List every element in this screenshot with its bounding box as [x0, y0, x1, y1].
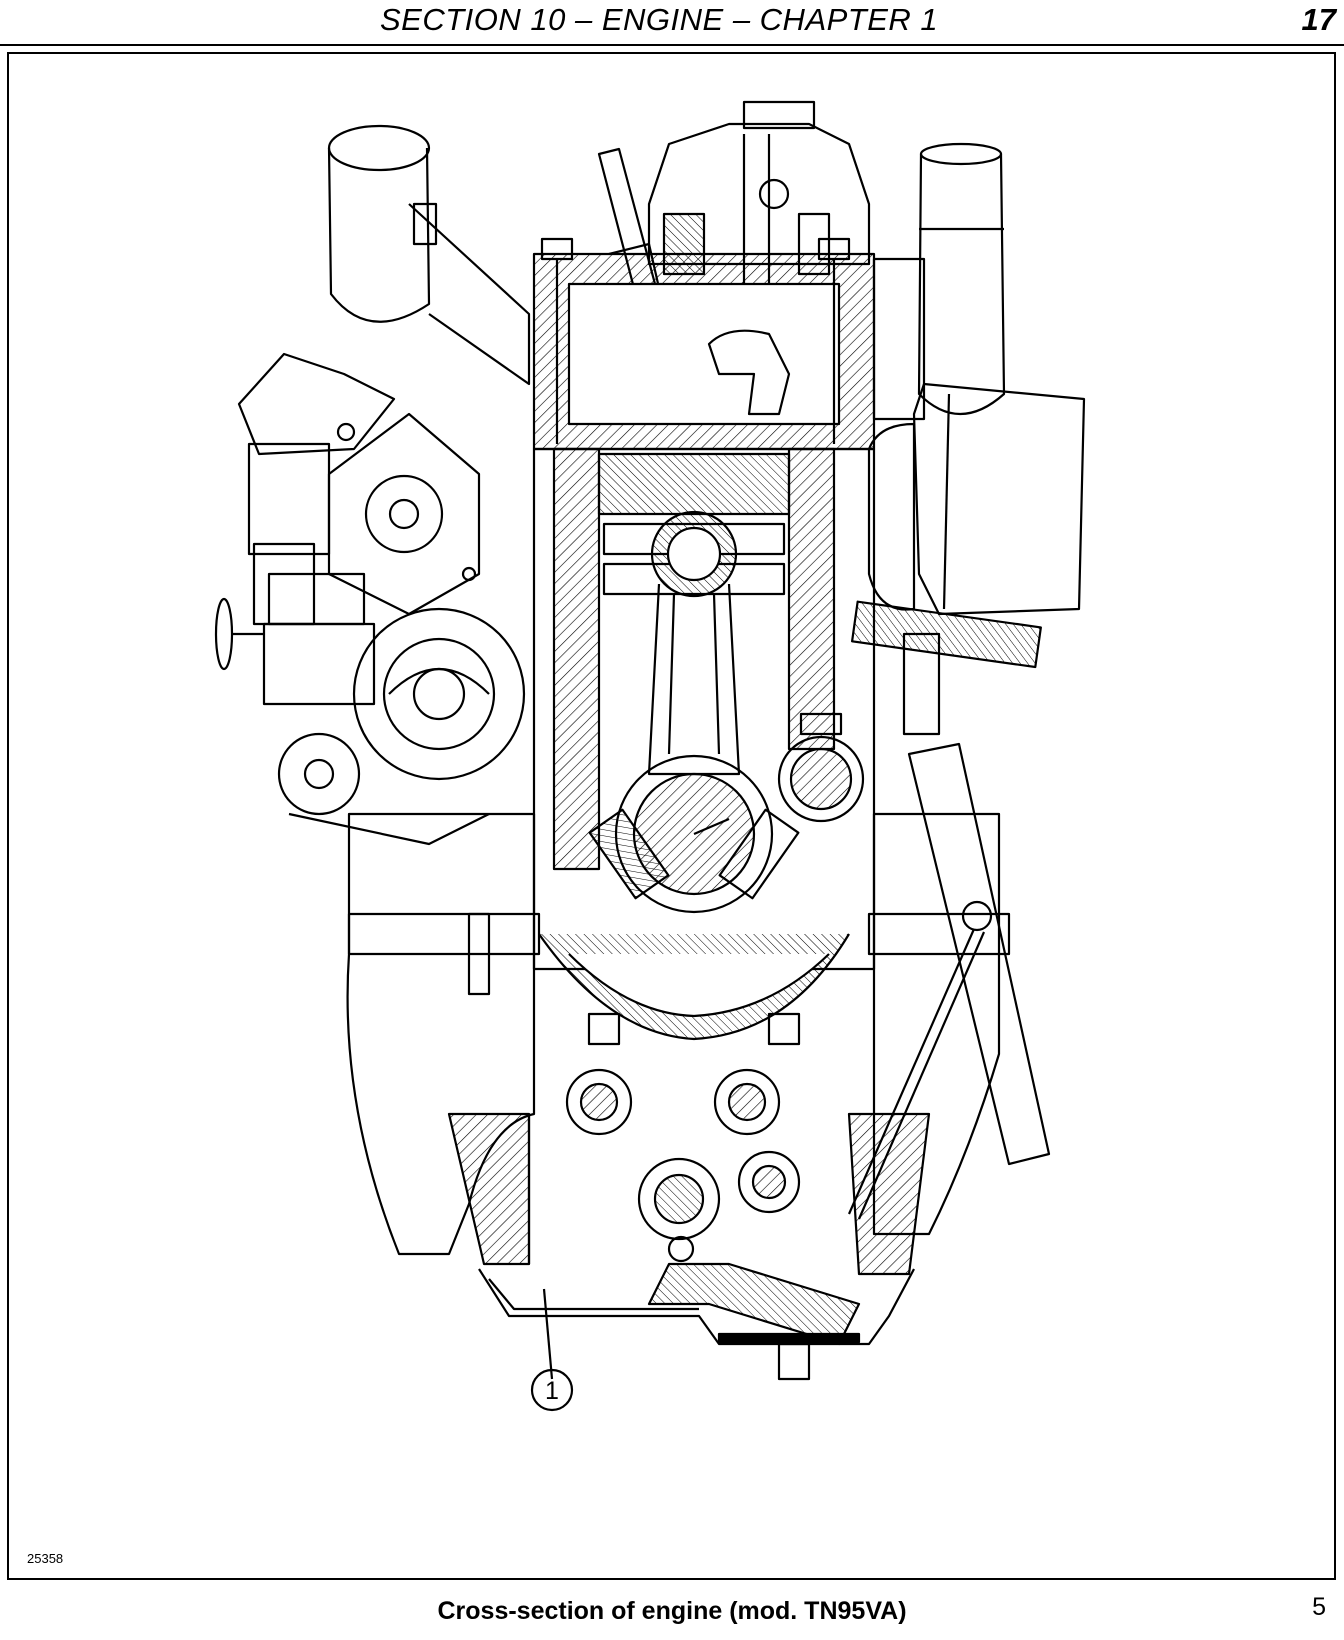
pulley	[277, 607, 526, 846]
figure-caption: Cross-section of engine (mod. TN95VA)	[437, 1597, 907, 1625]
figure-id: 25358	[27, 1551, 64, 1566]
oil-filter	[850, 382, 1086, 736]
crankcase	[346, 812, 1011, 1256]
fuel-feed-pump	[214, 572, 376, 706]
callout-1-label: 1	[545, 1377, 559, 1405]
connecting-rod	[588, 510, 800, 914]
callout-1-leader	[542, 1288, 554, 1380]
balancer-gears	[565, 1068, 801, 1241]
header-rule	[0, 44, 1344, 46]
callout-1-circle	[530, 1368, 574, 1412]
camshaft	[777, 712, 865, 823]
engine-cross-section-drawing: 1	[214, 100, 1086, 1412]
section-title: SECTION 10 – ENGINE – CHAPTER 1	[380, 2, 939, 37]
page-header: SECTION 10 – ENGINE – CHAPTER 1 17	[0, 0, 1344, 46]
exhaust-pipe	[872, 142, 1006, 421]
injection-pump	[237, 352, 481, 626]
figure-number: 5	[1312, 1593, 1326, 1621]
oil-pan	[447, 1112, 931, 1381]
intake-pipe	[327, 124, 531, 386]
figure-frame: 1 25358	[7, 52, 1336, 1580]
page-number: 17	[1301, 2, 1336, 37]
cylinder-head	[532, 237, 876, 451]
